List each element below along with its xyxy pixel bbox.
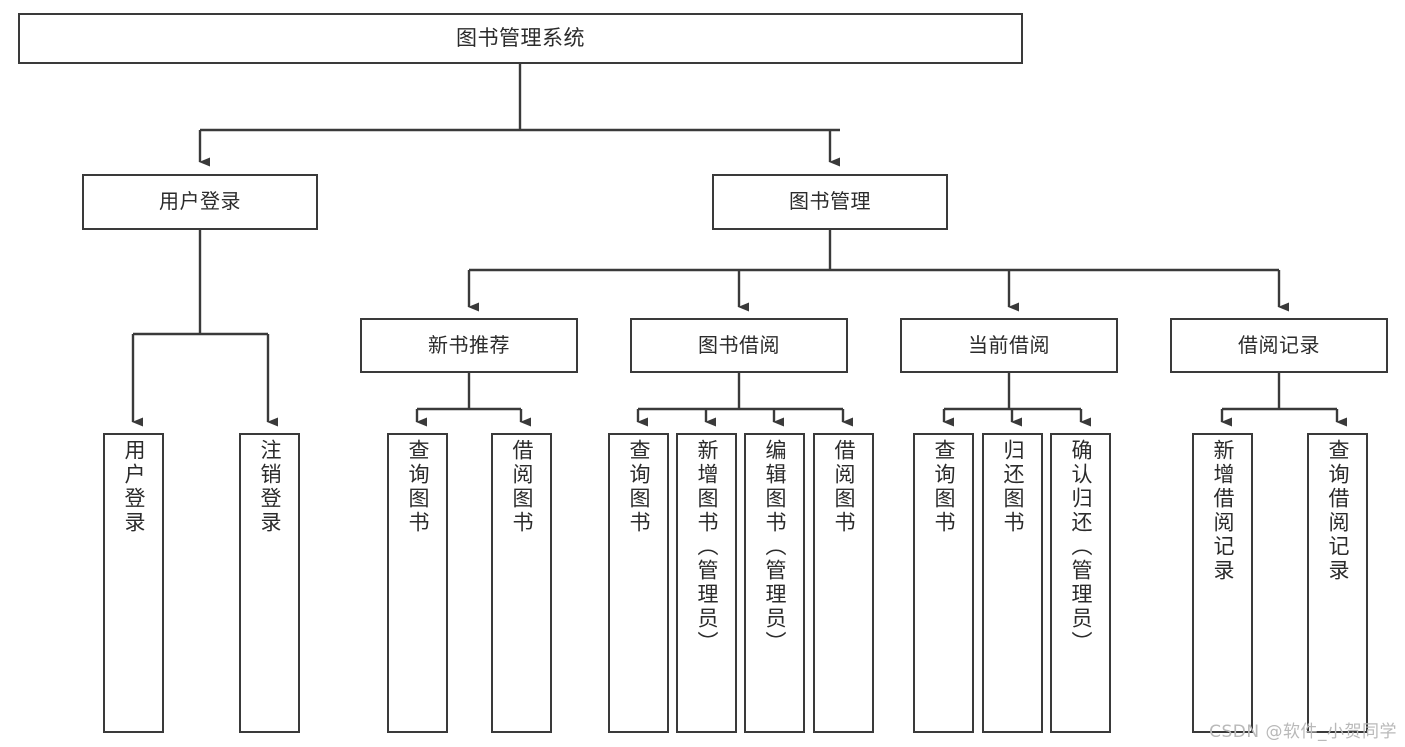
node-label: 编辑图书（管理员）	[763, 439, 787, 655]
csdn-watermark: CSDN @软件_小贺同学	[1209, 722, 1397, 742]
node-book-manage[interactable]: 图书管理	[712, 174, 948, 230]
node-leaf-query-book-borrow[interactable]: 查询图书	[608, 433, 669, 733]
node-leaf-user-logout[interactable]: 注销登录	[239, 433, 300, 733]
node-label: 确认归还（管理员）	[1069, 439, 1093, 655]
node-borrow-record[interactable]: 借阅记录	[1170, 318, 1388, 373]
node-label: 注销登录	[258, 439, 282, 535]
node-leaf-borrow-book-recommend[interactable]: 借阅图书	[491, 433, 552, 733]
node-leaf-user-login[interactable]: 用户登录	[103, 433, 164, 733]
node-leaf-borrow-book-borrow[interactable]: 借阅图书	[813, 433, 874, 733]
node-new-book-recommend[interactable]: 新书推荐	[360, 318, 578, 373]
node-leaf-query-borrow-record[interactable]: 查询借阅记录	[1307, 433, 1368, 733]
node-label: 新书推荐	[428, 332, 510, 357]
node-user-login[interactable]: 用户登录	[82, 174, 318, 230]
node-label: 借阅图书	[832, 439, 856, 535]
node-leaf-query-book-current[interactable]: 查询图书	[913, 433, 974, 733]
node-label: 新增借阅记录	[1211, 439, 1235, 583]
node-label: 新增图书（管理员）	[695, 439, 719, 655]
node-label: 借阅记录	[1238, 332, 1320, 357]
node-label: 当前借阅	[968, 332, 1050, 357]
node-leaf-query-book-recommend[interactable]: 查询图书	[387, 433, 448, 733]
node-root-book-management-system[interactable]: 图书管理系统	[18, 13, 1023, 64]
node-leaf-add-borrow-record[interactable]: 新增借阅记录	[1192, 433, 1253, 733]
node-label: 查询借阅记录	[1326, 439, 1350, 583]
node-label: 图书管理	[789, 189, 871, 214]
node-book-borrow[interactable]: 图书借阅	[630, 318, 848, 373]
node-label: 图书借阅	[698, 332, 780, 357]
node-label: 查询图书	[406, 439, 430, 535]
node-label: 查询图书	[932, 439, 956, 535]
node-label: 用户登录	[122, 439, 146, 535]
node-label: 归还图书	[1001, 439, 1025, 535]
node-label: 查询图书	[627, 439, 651, 535]
node-leaf-return-book[interactable]: 归还图书	[982, 433, 1043, 733]
node-label: 借阅图书	[510, 439, 534, 535]
node-leaf-confirm-return-admin[interactable]: 确认归还（管理员）	[1050, 433, 1111, 733]
node-label: 图书管理系统	[456, 26, 585, 51]
node-leaf-add-book-admin[interactable]: 新增图书（管理员）	[676, 433, 737, 733]
node-current-borrow[interactable]: 当前借阅	[900, 318, 1118, 373]
node-leaf-edit-book-admin[interactable]: 编辑图书（管理员）	[744, 433, 805, 733]
node-label: 用户登录	[159, 189, 241, 214]
